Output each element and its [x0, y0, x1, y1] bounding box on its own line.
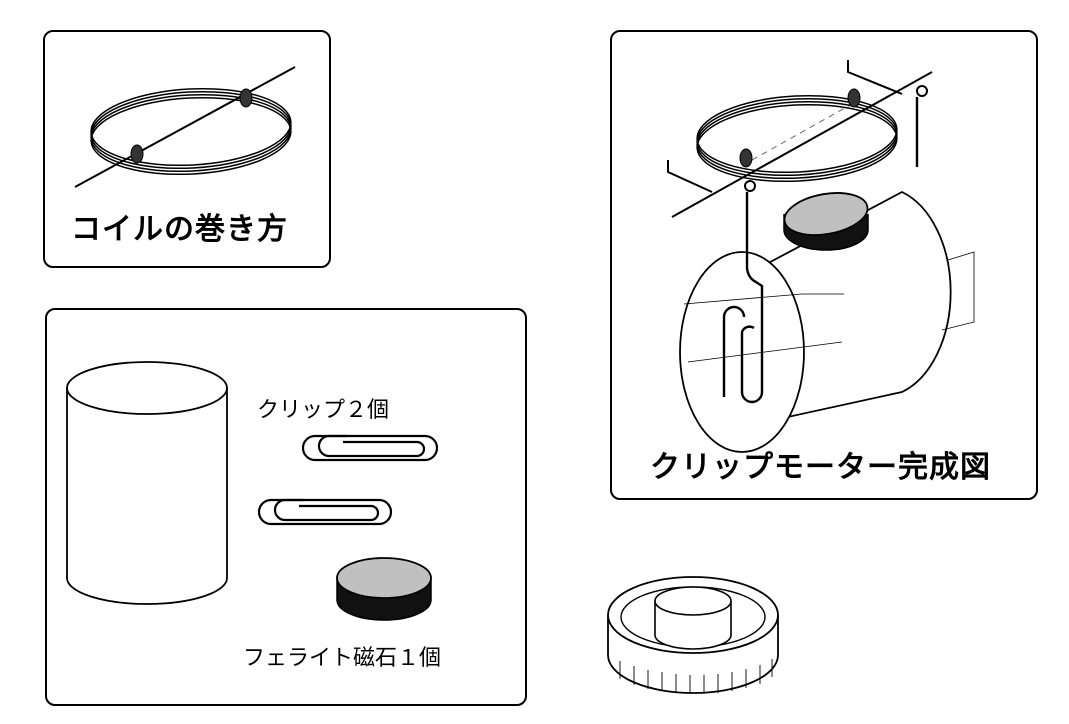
coil-illustration: [74, 66, 296, 188]
coil-winding-panel: コイルの巻き方: [43, 30, 331, 268]
materials-panel: クリップ２個 フェライト磁石１個: [45, 308, 527, 706]
completed-motor-illustration: [667, 60, 975, 453]
materials-illustration: [66, 361, 439, 621]
battery-cap-illustration: [607, 576, 779, 694]
completed-motor-title: クリップモーター完成図: [650, 450, 991, 485]
completed-motor-panel: クリップモーター完成図: [610, 30, 1038, 500]
clips-label: クリップ２個: [257, 398, 390, 423]
magnet-label: フェライト磁石１個: [243, 646, 442, 671]
coil-winding-title: コイルの巻き方: [71, 212, 288, 247]
